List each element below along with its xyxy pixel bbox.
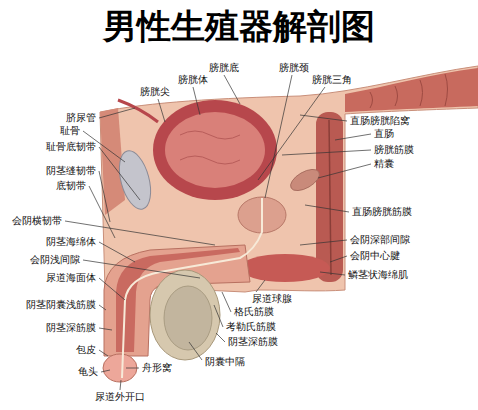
leader-line — [99, 171, 110, 222]
leader-line — [330, 256, 347, 262]
part-label: 底韧带 — [56, 180, 86, 192]
part-label: 膀胱体 — [178, 74, 208, 86]
leader-line — [193, 87, 200, 115]
part-label: 考勒氏筋膜 — [226, 321, 276, 333]
part-label: 耻骨底韧带 — [46, 141, 96, 153]
part-label: 尿道球腺 — [252, 293, 292, 305]
leader-line — [335, 134, 371, 140]
part-label: 会阴中心腱 — [350, 250, 400, 262]
part-label: 包皮 — [76, 344, 96, 356]
rectum-upper — [345, 68, 478, 112]
urethra — [122, 198, 262, 378]
part-label: 直肠膀胱筋膜 — [352, 206, 412, 218]
leader-line — [99, 278, 125, 300]
rectum-folds — [370, 74, 448, 108]
part-label: 膀胱颈 — [279, 62, 309, 74]
leader-line — [300, 240, 347, 245]
leader-line — [99, 147, 140, 200]
corpus-cavernosum — [116, 248, 240, 352]
leader-line — [101, 370, 110, 372]
part-label: 膀胱筋膜 — [374, 144, 414, 156]
rectum-lumen — [329, 120, 331, 275]
part-label: 阴茎海绵体 — [46, 236, 96, 248]
seminal-vesicle — [287, 165, 323, 195]
part-label: 耻骨 — [60, 125, 80, 137]
leader-line — [120, 380, 121, 390]
diagram-title: 男性生殖器解剖图 — [0, 4, 478, 48]
leader-line — [300, 115, 347, 121]
leader-line — [256, 280, 265, 292]
leader-line — [222, 292, 231, 312]
part-label: 阴茎阴囊浅筋膜 — [26, 299, 96, 311]
bulbospongiosus — [240, 254, 330, 282]
part-label: 尿道海面体 — [46, 272, 96, 284]
leader-line — [282, 150, 371, 155]
part-label: 脐尿管 — [66, 112, 96, 124]
part-label: 膀胱尖 — [140, 86, 170, 98]
leader-line — [216, 333, 225, 342]
part-label: 阴茎缝韧带 — [46, 165, 96, 177]
part-label: 格氏筋膜 — [234, 306, 274, 318]
bladder-wall — [153, 100, 277, 200]
leader-lines — [65, 75, 371, 390]
part-label: 阴囊中隔 — [205, 356, 245, 368]
leader-line — [99, 108, 135, 118]
leader-line — [265, 75, 292, 198]
leader-line — [126, 368, 139, 369]
scrotum — [150, 270, 220, 360]
part-label: 会阴深部间隙 — [350, 234, 410, 246]
leader-line — [99, 328, 112, 330]
leader-line — [318, 164, 371, 178]
part-label: 舟形窝 — [142, 362, 172, 374]
leader-line — [189, 342, 202, 360]
part-label: 精囊 — [374, 158, 394, 170]
bladder-lumen — [165, 112, 265, 188]
bladder-folds — [180, 131, 240, 164]
part-label: 尿道外开口 — [95, 391, 145, 403]
part-label: 阴茎深筋膜 — [228, 336, 278, 348]
part-label: 会阴横韧带 — [12, 215, 62, 227]
rectum — [316, 112, 343, 282]
part-label: 膀胱三角 — [312, 74, 352, 86]
testis — [164, 286, 212, 350]
leader-line — [258, 87, 325, 180]
part-label: 阴茎深筋膜 — [46, 322, 96, 334]
leader-line — [214, 305, 223, 327]
leader-line — [99, 350, 108, 356]
pubic-bone — [114, 147, 157, 212]
leader-line — [305, 205, 349, 212]
leader-line — [320, 272, 345, 275]
part-label: 鳞茎状海绵肌 — [348, 269, 408, 281]
leader-line — [224, 75, 240, 104]
part-label: 膀胱底 — [209, 62, 239, 74]
leader-line — [99, 242, 135, 262]
leader-line — [83, 260, 200, 278]
leader-line — [158, 99, 165, 122]
leader-line — [89, 186, 115, 238]
part-label: 直肠膀胱陷窝 — [350, 115, 410, 127]
part-label: 直肠 — [374, 128, 394, 140]
leader-line — [99, 305, 106, 310]
part-label: 龟头 — [78, 366, 98, 378]
part-label: 会阴浅间隙 — [30, 254, 80, 266]
